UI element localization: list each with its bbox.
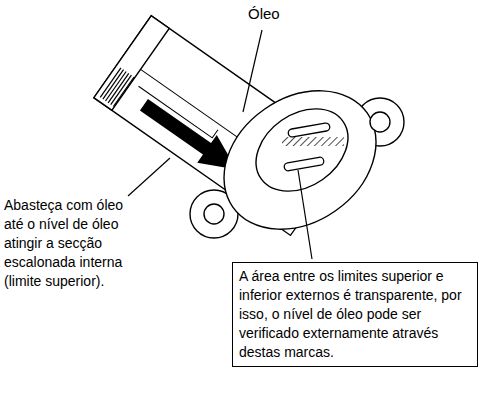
instruction-note: Abasteça com óleo até o nível de óleo at… — [4, 196, 146, 291]
instruction-note: Abasteça com óleo até o nível de óleo at… — [4, 196, 146, 291]
screw-thread — [113, 77, 134, 106]
part-label: Óleo — [248, 4, 308, 23]
leader-line — [243, 30, 262, 112]
upper-mark — [288, 122, 331, 137]
leader-line — [298, 170, 312, 259]
part-label: Óleo — [248, 4, 308, 23]
oil-level-hatch — [282, 137, 344, 146]
lower-mark — [284, 157, 325, 172]
note-text: A área entre os limites superior e infer… — [239, 267, 471, 362]
transparent-window — [240, 92, 363, 208]
screw-thread — [111, 75, 132, 104]
note-box: A área entre os limites superior e infer… — [232, 262, 478, 367]
flange — [190, 62, 404, 258]
leader-line — [128, 158, 170, 196]
